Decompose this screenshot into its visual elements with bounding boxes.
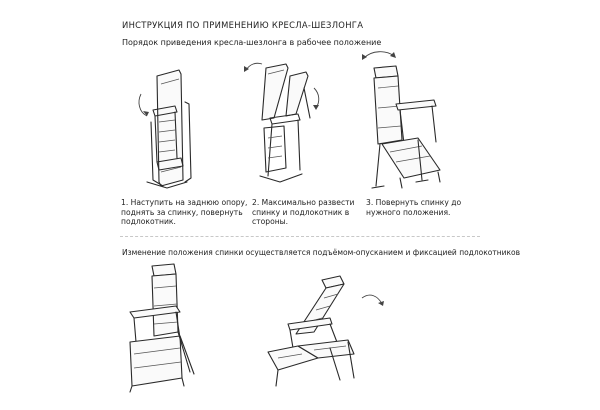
step-1-text: 1. Наступить на заднюю опору, поднять за… [121,198,248,227]
step-2-text: 2. Максимально развести спинку и подлоко… [252,198,355,227]
step-3-text: 3. Повернуть спинку до нужного положения… [366,198,462,217]
illustration-backrest-upright [118,262,218,392]
illustration-backrest-reclined [258,262,384,392]
illustration-step-1 [135,62,205,192]
illustration-step-3 [362,48,460,194]
illustration-step-2 [244,58,330,194]
page-title: ИНСТРУКЦИЯ ПО ПРИМЕНЕНИЮ КРЕСЛА-ШЕЗЛОНГА [122,20,364,30]
section-2-heading: Изменение положения спинки осуществляетс… [122,248,521,257]
rotate-arrow-icon [139,94,147,116]
section-divider [120,236,480,237]
page-subtitle: Порядок приведения кресла-шезлонга в раб… [122,38,382,47]
